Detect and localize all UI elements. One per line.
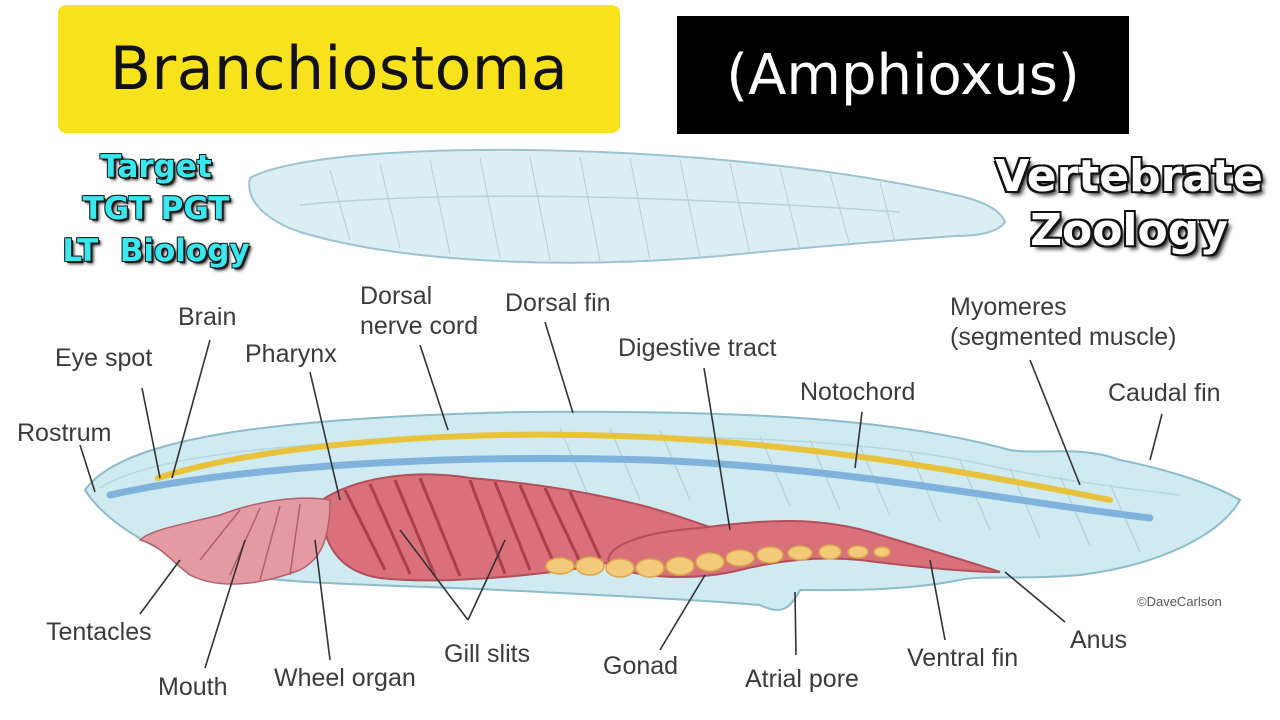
subject-text: Vertebrate Zoology [984,150,1274,258]
subject-line-1: Vertebrate [995,151,1263,202]
label-wheel-organ: Wheel organ [274,664,416,692]
label-atrial-pore: Atrial pore [745,665,859,693]
label-dorsal-nerve-cord-line1: Dorsal [360,282,432,310]
target-line-3: LT Biology [62,233,250,269]
subtitle-text: (Amphioxus) [726,42,1080,108]
target-line-2: TGT PGT [82,191,230,227]
label-eye-spot: Eye spot [55,344,152,372]
label-caudal-fin: Caudal fin [1108,379,1221,407]
label-gill-slits: Gill slits [444,640,530,668]
label-anus: Anus [1070,626,1127,654]
target-exams-text: Target TGT PGT LT Biology [40,146,272,272]
leader-lines [79,321,1163,669]
subtitle-banner: (Amphioxus) [677,16,1129,134]
gonad [545,544,891,578]
label-pharynx: Pharynx [245,340,337,368]
label-gonad: Gonad [603,652,678,680]
dorsal-nerve-cord [155,431,1113,503]
label-mouth: Mouth [158,673,227,701]
oral-tentacles [138,497,331,585]
label-rostrum: Rostrum [17,419,111,447]
notochord [106,454,1154,522]
label-notochord: Notochord [800,378,915,406]
label-brain: Brain [178,303,236,331]
image-credit: ©DaveCarlson [1137,594,1222,609]
label-digestive-tract: Digestive tract [618,334,776,362]
subject-line-2: Zoology [1030,205,1228,256]
label-dorsal-fin: Dorsal fin [505,289,611,317]
top-amphioxus-illustration [248,148,1007,264]
title-banner: Branchiostoma [58,5,620,133]
label-myomeres-line1: Myomeres [950,293,1067,321]
label-dorsal-nerve-cord-line2: nerve cord [360,312,478,340]
label-myomeres-line2: (segmented muscle) [950,323,1176,351]
target-line-1: Target [100,149,212,185]
label-tentacles: Tentacles [46,618,152,646]
title-text: Branchiostoma [109,34,569,104]
label-ventral-fin: Ventral fin [907,644,1018,672]
